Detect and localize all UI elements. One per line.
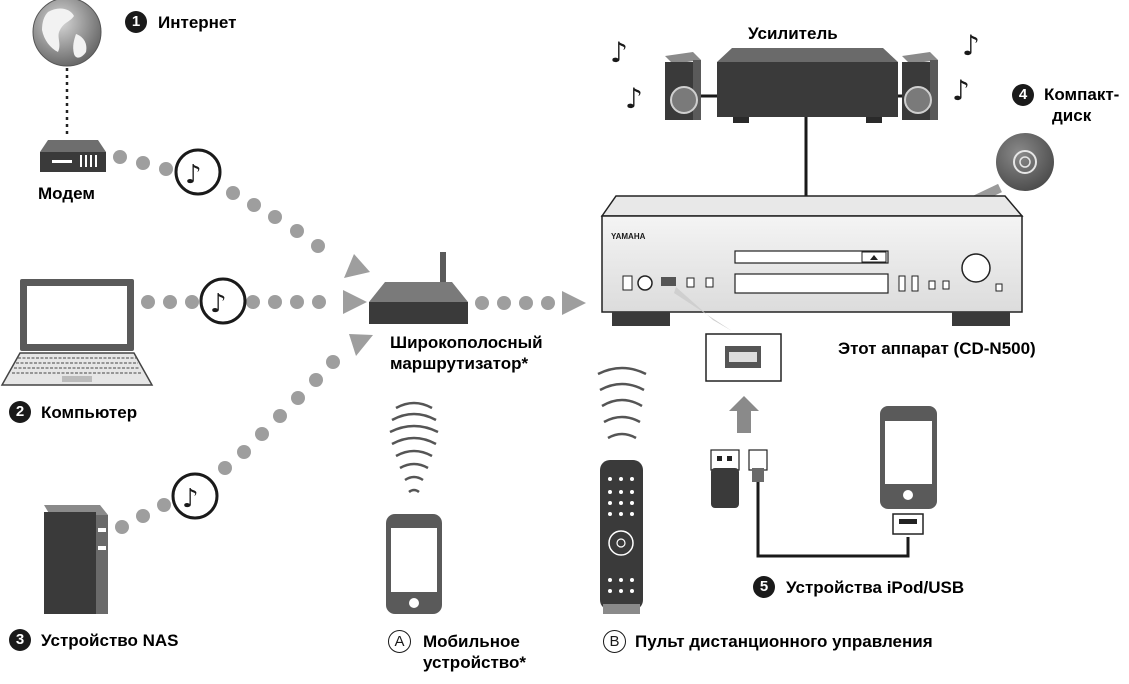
label-router-line2: маршрутизатор* (390, 354, 529, 373)
cd-n500-unit (600, 195, 1024, 326)
usb-port-callout (674, 287, 782, 382)
label-ipod-usb: Устройства iPod/USB (786, 578, 965, 597)
network-flow-dots (113, 150, 555, 534)
speaker-right-icon (902, 52, 938, 120)
music-note-icon (171, 148, 247, 520)
router-icon (369, 252, 468, 324)
music-note-glyph: ♪ (625, 82, 643, 115)
ipod-icon (880, 406, 937, 509)
label-cd-line2: диск (1052, 106, 1092, 125)
usb-stick-icon (710, 449, 740, 508)
music-note-glyph: ♪ (610, 36, 628, 69)
label-mobile-line1: Мобильное (423, 632, 520, 651)
label-nas: Устройство NAS (41, 631, 179, 650)
brand-logo: YAMAHA (611, 232, 646, 241)
globe-icon (32, 0, 102, 67)
music-note-glyph: ♪ (210, 289, 227, 319)
label-computer: Компьютер (41, 403, 138, 422)
remote-signal-icon (597, 366, 647, 440)
badge-remote: B (603, 630, 626, 653)
label-modem: Модем (38, 184, 95, 203)
music-note-glyph: ♪ (182, 484, 199, 514)
badge-mobile: A (388, 630, 411, 653)
badge-cd: 4 (1012, 84, 1034, 106)
smartphone-icon (386, 514, 442, 614)
flow-arrowheads (343, 254, 586, 356)
music-note-glyph: ♪ (962, 29, 980, 62)
laptop-icon (0, 279, 154, 386)
label-unit: Этот аппарат (CD-N500) (838, 339, 1036, 358)
label-internet: Интернет (158, 13, 237, 32)
label-remote: Пульт дистанционного управления (635, 632, 933, 651)
usb-insert-arrow (729, 396, 759, 433)
modem-icon (40, 140, 106, 172)
badge-nas: 3 (9, 629, 31, 651)
usb-cable-icon (748, 449, 924, 558)
amplifier-icon (717, 48, 898, 123)
speaker-left-icon (665, 52, 701, 120)
wifi-signal-icon (389, 401, 439, 494)
label-cd: Компакт- диск (1044, 84, 1119, 126)
music-note-glyph: ♪ (185, 160, 202, 190)
label-cd-line1: Компакт- (1044, 85, 1120, 104)
music-note-glyph: ♪ (952, 74, 970, 107)
label-router: Широкополосный маршрутизатор* (390, 332, 543, 374)
badge-computer: 2 (9, 401, 31, 423)
cd-disc-icon (996, 133, 1054, 191)
nas-icon (44, 505, 108, 614)
label-mobile-line2: устройство* (423, 653, 527, 672)
label-mobile: Мобильное устройство* (423, 631, 526, 673)
label-amplifier: Усилитель (748, 24, 838, 43)
badge-ipod-usb: 5 (753, 576, 775, 598)
badge-internet: 1 (125, 11, 147, 33)
remote-control-icon (600, 460, 643, 614)
label-router-line1: Широкополосный (390, 333, 543, 352)
